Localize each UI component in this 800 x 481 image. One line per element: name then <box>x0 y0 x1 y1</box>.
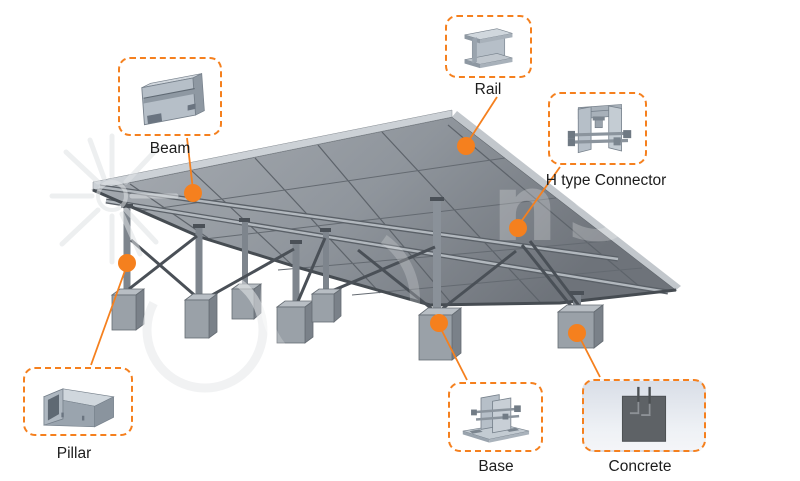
label-concrete: Concrete <box>608 458 672 475</box>
label-base: Base <box>478 458 514 475</box>
pillar-top-clamps <box>121 197 584 295</box>
callout-beam <box>118 57 222 136</box>
connection-dots <box>118 137 586 342</box>
dot-beam <box>184 184 202 202</box>
callout-rail <box>445 15 532 78</box>
base-bracket-image <box>462 394 530 443</box>
dot-base <box>430 314 448 332</box>
callout-pillar <box>23 367 133 436</box>
h-connector-image <box>567 104 632 154</box>
concrete-block-image <box>621 386 667 442</box>
label-rail: Rail <box>474 81 502 98</box>
svg-text:nS: nS <box>492 155 640 262</box>
callout-h-type-connector <box>548 92 647 165</box>
callout-base <box>448 382 543 452</box>
leader-lines <box>90 96 601 381</box>
dot-h-connector <box>509 219 527 237</box>
dot-rail <box>457 137 475 155</box>
pillar-tube-image <box>42 388 115 428</box>
brand-watermark: nS <box>49 133 640 393</box>
label-beam: Beam <box>149 140 191 157</box>
beam-profile-image <box>141 73 205 126</box>
dot-pillar <box>118 254 136 272</box>
dot-concrete <box>568 324 586 342</box>
label-h-type-connector: H type Connector <box>545 172 667 189</box>
rail-profile-image <box>464 28 513 69</box>
label-pillar: Pillar <box>56 445 92 462</box>
callout-concrete <box>582 379 706 452</box>
solar-array <box>91 109 681 307</box>
